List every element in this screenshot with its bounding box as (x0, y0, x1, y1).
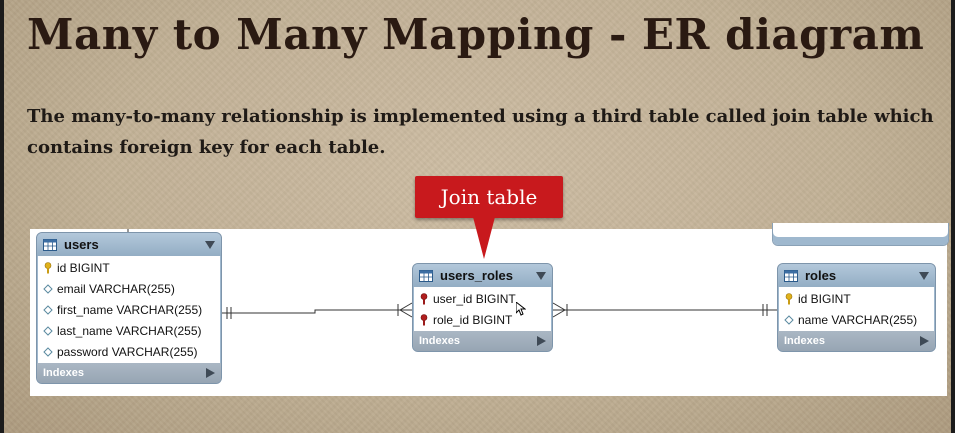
entity-users-name: users (64, 237, 99, 252)
column-label: password VARCHAR(255) (57, 344, 198, 359)
indexes-label: Indexes (419, 335, 460, 347)
column-label: last_name VARCHAR(255) (57, 323, 202, 338)
column-row[interactable]: role_id BIGINT (414, 309, 551, 330)
foreign-key-icon (420, 292, 428, 304)
cropped-entity-top-right (772, 223, 949, 246)
entity-roles[interactable]: roles id BIGINT name VARCHAR(255) Indexe… (777, 263, 936, 352)
column-label: user_id BIGINT (433, 291, 516, 306)
primary-key-icon (785, 292, 793, 304)
column-row[interactable]: email VARCHAR(255) (38, 278, 220, 299)
indexes-label: Indexes (43, 367, 84, 379)
primary-key-icon (44, 261, 52, 273)
column-label: email VARCHAR(255) (57, 281, 175, 296)
expand-arrow-icon[interactable] (537, 336, 546, 346)
slide-description: The many-to-many relationship is impleme… (27, 106, 934, 158)
entity-users[interactable]: users id BIGINT email VARCHAR(255) first… (36, 232, 222, 384)
column-row[interactable]: id BIGINT (38, 257, 220, 278)
column-row[interactable]: first_name VARCHAR(255) (38, 299, 220, 320)
chevron-down-icon[interactable] (205, 240, 215, 249)
foreign-key-icon (420, 313, 428, 325)
column-diamond-icon (43, 304, 53, 315)
expand-arrow-icon[interactable] (920, 336, 929, 346)
entity-users-header[interactable]: users (37, 233, 221, 256)
entity-users-indexes[interactable]: Indexes (37, 363, 221, 383)
slide-title: Many to Many Mapping - ER diagram (27, 10, 925, 59)
column-row[interactable]: user_id BIGINT (414, 288, 551, 309)
column-label: id BIGINT (798, 291, 851, 306)
crowfoot-users-roles-right (552, 302, 566, 311)
expand-arrow-icon[interactable] (206, 368, 215, 378)
users-to-users-roles-line (221, 309, 412, 314)
column-diamond-icon (43, 283, 53, 294)
entity-users-roles[interactable]: users_roles user_id BIGINT role_id BIGIN… (412, 263, 553, 352)
column-row[interactable]: last_name VARCHAR(255) (38, 320, 220, 341)
callout-pointer (473, 217, 495, 259)
column-row[interactable]: password VARCHAR(255) (38, 341, 220, 362)
entity-roles-name: roles (805, 268, 837, 283)
entity-users-roles-indexes[interactable]: Indexes (413, 331, 552, 351)
chevron-down-icon[interactable] (919, 271, 929, 280)
table-icon (784, 269, 798, 282)
column-diamond-icon (784, 314, 794, 325)
relationship-lines (127, 229, 777, 319)
er-diagram: users id BIGINT email VARCHAR(255) first… (30, 223, 949, 396)
right-border (951, 0, 955, 433)
column-diamond-icon (43, 325, 53, 336)
chevron-down-icon[interactable] (536, 271, 546, 280)
column-row[interactable]: id BIGINT (779, 288, 934, 309)
join-table-callout: Join table (415, 176, 563, 218)
table-icon (43, 238, 57, 251)
left-border (0, 0, 4, 433)
table-icon (419, 269, 433, 282)
column-label: first_name VARCHAR(255) (57, 302, 203, 317)
entity-roles-indexes[interactable]: Indexes (778, 331, 935, 351)
indexes-label: Indexes (784, 335, 825, 347)
column-row[interactable]: name VARCHAR(255) (779, 309, 934, 330)
entity-roles-columns: id BIGINT name VARCHAR(255) (779, 287, 934, 331)
entity-users-roles-header[interactable]: users_roles (413, 264, 552, 287)
entity-users-roles-columns: user_id BIGINT role_id BIGINT (414, 287, 551, 331)
column-label: id BIGINT (57, 260, 110, 275)
entity-users-roles-name: users_roles (440, 268, 513, 283)
column-diamond-icon (43, 346, 53, 357)
crowfoot-users-roles-left (399, 302, 413, 311)
entity-roles-header[interactable]: roles (778, 264, 935, 287)
entity-users-columns: id BIGINT email VARCHAR(255) first_name … (38, 256, 220, 363)
column-label: role_id BIGINT (433, 312, 513, 327)
mouse-cursor-icon (516, 302, 526, 316)
column-label: name VARCHAR(255) (798, 312, 918, 327)
